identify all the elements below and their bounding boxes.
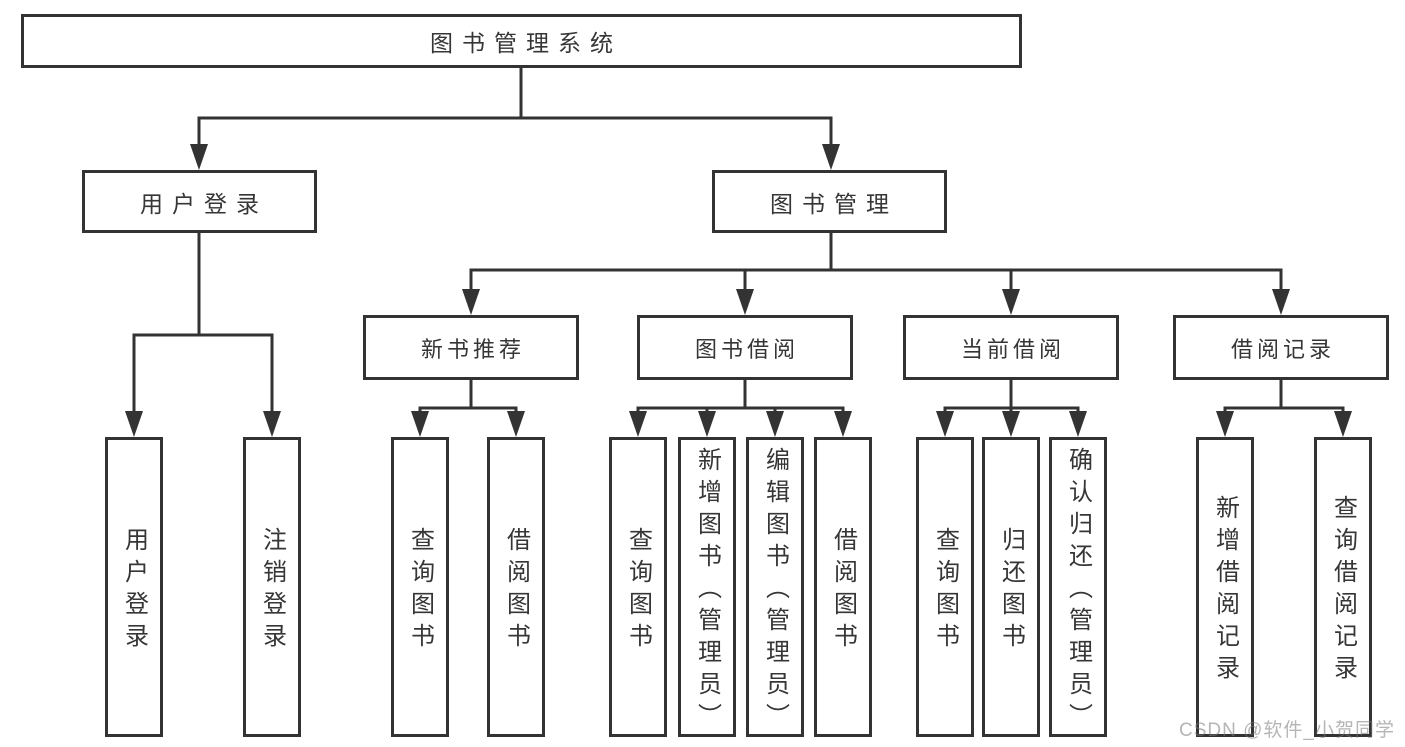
node-book-management-label: 图书管理 (770, 190, 898, 217)
node-root: 图书管理系统 (21, 14, 1022, 68)
node-leaf-logout-label: 注销登录 (258, 527, 286, 655)
node-leaf-add-book-admin: 新增图书（管理员） (678, 437, 736, 737)
node-new-book-recommend-label: 新书推荐 (420, 336, 525, 362)
node-root-label: 图书管理系统 (430, 30, 622, 56)
node-leaf-query-books-b: 查询图书 (609, 437, 667, 737)
node-leaf-query-borrow-record-label: 查询借阅记录 (1329, 495, 1357, 687)
node-leaf-return-books-label: 归还图书 (997, 527, 1025, 655)
node-leaf-add-book-admin-label: 新增图书（管理员） (693, 447, 721, 735)
node-leaf-return-books: 归还图书 (982, 437, 1040, 737)
node-borrowing-records: 借阅记录 (1173, 315, 1389, 380)
node-current-borrowing: 当前借阅 (903, 315, 1119, 380)
node-leaf-borrow-books-a-label: 借阅图书 (502, 527, 530, 655)
node-leaf-query-books-c: 查询图书 (916, 437, 974, 737)
node-leaf-query-books-a-label: 查询图书 (406, 527, 434, 655)
node-leaf-borrow-books-a: 借阅图书 (487, 437, 545, 737)
node-leaf-add-borrow-record-label: 新增借阅记录 (1211, 495, 1239, 687)
node-leaf-user-login-label: 用户登录 (120, 527, 148, 655)
node-leaf-query-borrow-record: 查询借阅记录 (1314, 437, 1372, 737)
node-leaf-logout: 注销登录 (243, 437, 301, 737)
node-book-borrowing-label: 图书借阅 (694, 336, 799, 362)
node-leaf-query-books-b-label: 查询图书 (624, 527, 652, 655)
node-leaf-borrow-books-b-label: 借阅图书 (829, 527, 857, 655)
node-user-login: 用户登录 (82, 170, 317, 233)
node-leaf-add-borrow-record: 新增借阅记录 (1196, 437, 1254, 737)
node-leaf-confirm-return-admin: 确认归还（管理员） (1049, 437, 1107, 737)
node-leaf-user-login: 用户登录 (105, 437, 163, 737)
node-leaf-edit-book-admin: 编辑图书（管理员） (746, 437, 804, 737)
node-new-book-recommend: 新书推荐 (363, 315, 579, 380)
node-borrowing-records-label: 借阅记录 (1230, 336, 1335, 362)
node-current-borrowing-label: 当前借阅 (960, 336, 1065, 362)
node-leaf-confirm-return-admin-label: 确认归还（管理员） (1064, 447, 1092, 735)
node-book-management: 图书管理 (712, 170, 947, 233)
node-leaf-borrow-books-b: 借阅图书 (814, 437, 872, 737)
node-leaf-query-books-a: 查询图书 (391, 437, 449, 737)
node-leaf-edit-book-admin-label: 编辑图书（管理员） (761, 447, 789, 735)
node-user-login-label: 用户登录 (140, 190, 268, 217)
node-book-borrowing: 图书借阅 (637, 315, 853, 380)
csdn-watermark: CSDN @软件_小贺同学 (1179, 720, 1395, 741)
node-leaf-query-books-c-label: 查询图书 (931, 527, 959, 655)
